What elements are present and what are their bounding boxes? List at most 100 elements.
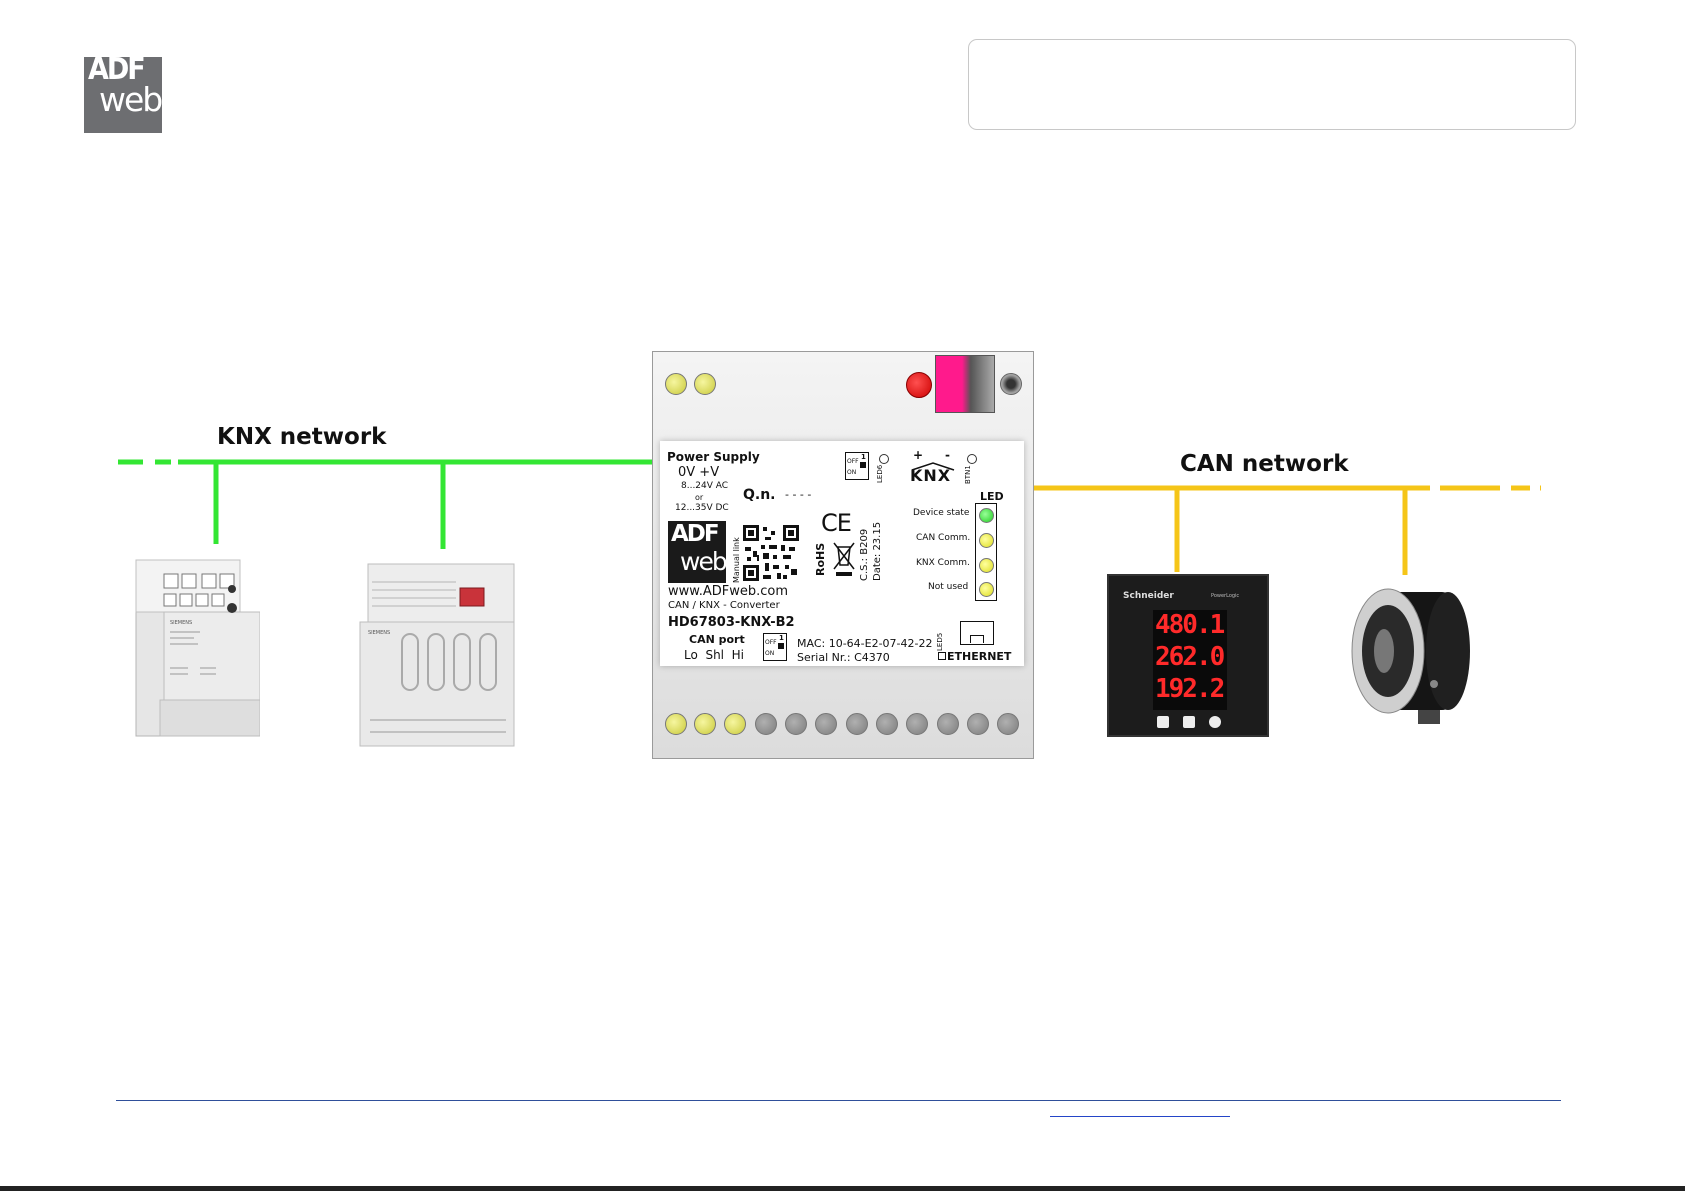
power-meter: Schneider PowerLogic 480.1 262.0 192.2 (1107, 574, 1269, 737)
dc-range-label: 12...35V DC (675, 503, 729, 513)
knx-network-label: KNX network (217, 424, 387, 450)
meter-button-3[interactable] (1209, 716, 1221, 728)
adfweb-logo: ADF web (84, 57, 162, 133)
knx-minus: - (945, 448, 950, 462)
bottom-terminal-2 (694, 713, 716, 735)
led-label-not-used: Not used (928, 582, 969, 592)
weee-icon (833, 542, 855, 576)
led-knx-comm (979, 558, 994, 573)
bottom-terminal-3 (724, 713, 746, 735)
footer-rule (116, 1100, 1561, 1101)
bottom-terminal-10 (937, 713, 959, 735)
meter-model: PowerLogic (1211, 593, 1240, 599)
header-box (968, 39, 1576, 130)
led-column (975, 503, 997, 601)
knx-device-left: SIEMENS (135, 559, 260, 737)
website-label: www.ADFweb.com (668, 584, 788, 599)
bottom-terminal-4 (755, 713, 777, 735)
knx-plus: + (913, 448, 924, 462)
btn1-label: BTN1 (964, 465, 972, 484)
led-label-can-comm: CAN Comm. (916, 533, 971, 543)
qn-value: - - - - (785, 488, 812, 501)
cs-label: C.S.: B209 (859, 528, 870, 581)
dip-off-label: OFF (847, 458, 859, 465)
bottom-terminal-9 (906, 713, 928, 735)
dip-num-label: 1 (861, 453, 866, 461)
panel-adfweb-logo: ADF web (668, 521, 726, 583)
led-not-used (979, 582, 994, 597)
meter-brand: Schneider (1123, 591, 1174, 601)
voltage-pins-label: 0V +V (678, 465, 720, 480)
can-network-label: CAN network (1180, 451, 1349, 477)
bottom-terminal-5 (785, 713, 807, 735)
led-can-comm (979, 533, 994, 548)
meter-reading-1: 480.1 (1155, 610, 1225, 640)
knx-line (118, 459, 655, 549)
can-port-label: CAN port (689, 633, 745, 646)
dip-bottom-toggle (778, 643, 784, 649)
model-label: HD67803-KNX-B2 (668, 615, 795, 630)
knx-logo: KNX (910, 466, 952, 485)
bottom-terminal-6 (815, 713, 837, 735)
dip-bottom-num-label: 1 (779, 634, 784, 642)
bottom-terminal-12 (997, 713, 1019, 735)
manual-link-label: Manual link (732, 537, 741, 583)
panel-logo-web: web (680, 547, 726, 576)
led-label-knx-comm: KNX Comm. (916, 558, 970, 568)
can-pins-label: Lo Shl Hi (684, 648, 744, 662)
knx-left-brand: SIEMENS (170, 620, 192, 626)
rohs-mark: RoHS (814, 542, 827, 576)
knx-right-brand: SIEMENS (368, 630, 390, 636)
knx-logo-arc (911, 462, 955, 471)
dip-bottom-off-label: OFF (765, 639, 777, 646)
btn1-indicator (967, 454, 977, 464)
top-terminal-1 (665, 373, 687, 395)
logo-adf-text: ADF (88, 57, 146, 87)
logo-web-text: web (99, 80, 162, 119)
or-label: or (695, 493, 704, 502)
meter-button-2[interactable] (1183, 716, 1195, 728)
rotary-encoder (1351, 588, 1470, 724)
qr-code[interactable] (743, 525, 799, 581)
footer-link-underline[interactable] (1050, 1116, 1230, 1117)
power-supply-label: Power Supply (667, 450, 760, 464)
meter-button-1[interactable] (1157, 716, 1169, 728)
dip-switch-top[interactable]: OFF ON 1 (845, 452, 869, 480)
bottom-terminal-11 (967, 713, 989, 735)
device-label-panel: Power Supply 0V +V 8...24V AC or 12...35… (660, 441, 1024, 666)
knx-device-right: SIEMENS (359, 563, 515, 747)
ac-range-label: 8...24V AC (681, 481, 729, 491)
meter-reading-3: 192.2 (1155, 674, 1225, 704)
mac-label: MAC: 10-64-E2-07-42-22 (797, 637, 933, 650)
led5-indicator (938, 652, 946, 660)
panel-logo-adf: ADF (671, 521, 720, 547)
dip-toggle (860, 462, 866, 468)
bottom-terminal-1 (665, 713, 687, 735)
led6-label: LED6 (876, 464, 884, 483)
bottom-strip (0, 1186, 1685, 1191)
dip-switch-bottom[interactable]: OFF ON 1 (763, 633, 787, 661)
ethernet-port-icon (960, 621, 994, 645)
led-label-device-state: Device state (913, 508, 970, 518)
bottom-terminal-7 (846, 713, 868, 735)
led-device-state (979, 508, 994, 523)
led6-indicator (879, 454, 889, 464)
top-terminal-2 (694, 373, 716, 395)
dip-bottom-on-label: ON (765, 650, 775, 657)
can-line (1032, 485, 1541, 575)
bottom-terminal-8 (876, 713, 898, 735)
ce-mark: CE (821, 509, 852, 537)
ethernet-label: ETHERNET (947, 650, 1012, 663)
led-header: LED (980, 490, 1004, 503)
meter-display: 480.1 262.0 192.2 (1153, 610, 1227, 710)
qn-label: Q.n. (743, 487, 776, 503)
serial-label: Serial Nr.: C4370 (797, 651, 890, 664)
ethernet-connector (935, 355, 995, 413)
date-label: Date: 23.15 (872, 521, 883, 581)
dip-on-label: ON (847, 469, 857, 476)
power-led (906, 372, 932, 398)
product-desc-label: CAN / KNX - Converter (668, 600, 780, 611)
meter-reading-2: 262.0 (1155, 642, 1225, 672)
button-btn1[interactable] (1000, 373, 1022, 395)
